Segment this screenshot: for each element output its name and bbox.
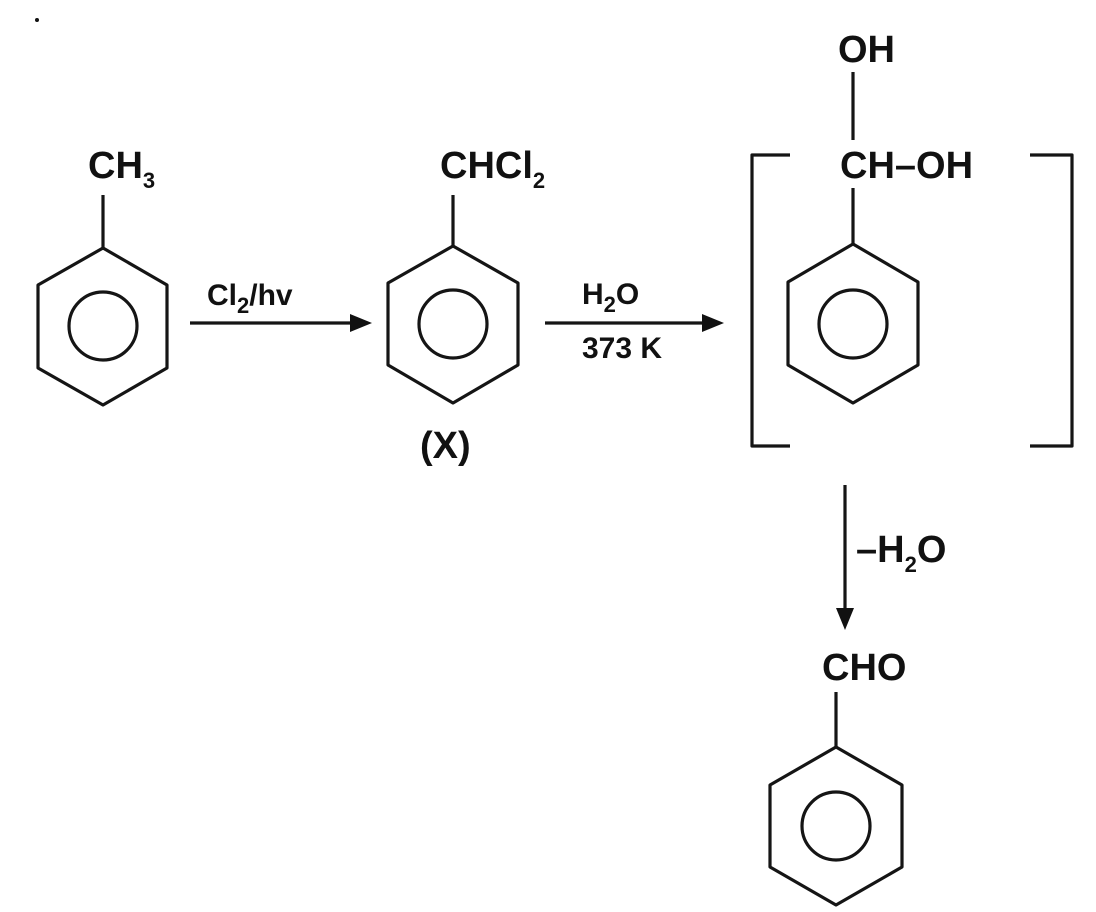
compound-x-label: (X) xyxy=(420,425,471,467)
compound-x-substituent-label: CHCl2 xyxy=(440,145,545,193)
toluene-ring xyxy=(36,246,169,407)
intermediate-top-oh: OH xyxy=(838,29,895,71)
intermediate-structure: OH CH–OH xyxy=(750,29,1074,448)
arrow-2-head xyxy=(702,314,724,332)
intermediate-ch-oh-label: CH–OH xyxy=(840,145,973,187)
toluene-structure: CH3 xyxy=(36,145,169,407)
intermediate-aromatic-circle xyxy=(817,288,889,360)
compound-x-ring xyxy=(386,244,520,405)
toluene-aromatic-circle xyxy=(67,290,139,362)
arrow-2-reagent: H2O xyxy=(582,278,639,317)
arrow-3-label: –H2O xyxy=(856,529,946,577)
right-bracket xyxy=(1030,153,1074,448)
product-structure: CHO xyxy=(768,647,906,907)
arrow-3-head xyxy=(836,608,854,630)
arrow-1-reagent: Cl2/hv xyxy=(207,279,293,318)
stray-dot xyxy=(35,18,39,22)
intermediate-ring xyxy=(786,242,920,405)
compound-x-aromatic-circle xyxy=(417,288,489,360)
arrow-2-condition: 373 K xyxy=(582,332,662,365)
reaction-arrow-3: –H2O xyxy=(836,485,946,630)
arrow-1-head xyxy=(350,314,372,332)
left-bracket xyxy=(750,153,790,448)
product-ring xyxy=(768,745,904,907)
reaction-arrow-2: H2O 373 K xyxy=(545,278,724,365)
reaction-arrow-1: Cl2/hv xyxy=(190,279,372,332)
compound-x-structure: CHCl2 (X) xyxy=(386,145,545,467)
product-substituent-label: CHO xyxy=(822,647,906,689)
toluene-substituent-label: CH3 xyxy=(88,145,155,193)
product-aromatic-circle xyxy=(800,790,872,862)
